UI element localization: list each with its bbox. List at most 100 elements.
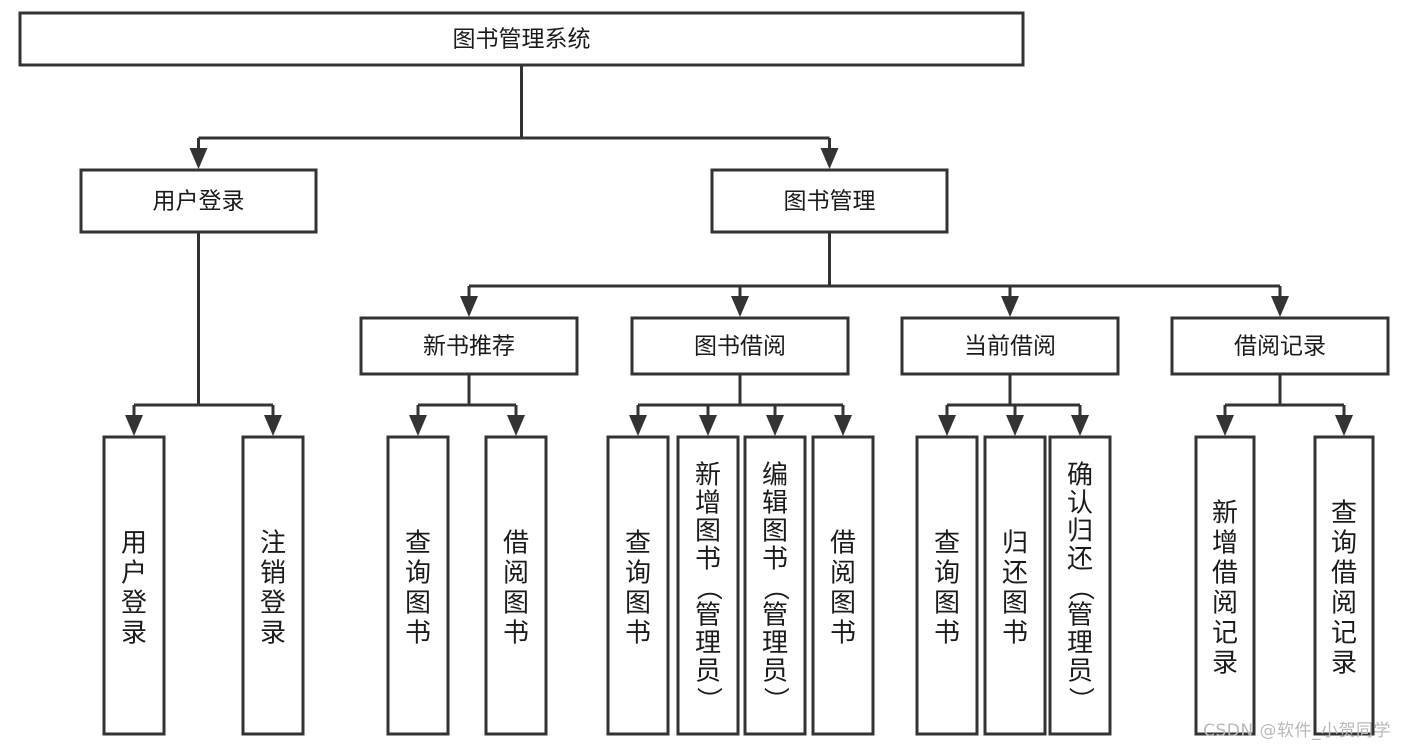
node-leaf-borrow-book-rec-box[interactable] <box>484 435 548 736</box>
node-leaf-query-book-rec-box[interactable] <box>386 435 450 736</box>
node-leaf-borrow-book-bb-box[interactable] <box>811 435 875 736</box>
arrow-head-icon <box>189 148 208 169</box>
connector-group-book-borrow <box>629 374 852 436</box>
node-leaf-confirm-return-label-char: 归 <box>1067 517 1093 547</box>
arrow-head-icon <box>1271 296 1289 317</box>
node-leaf-add-book-label-char: ） <box>693 687 723 713</box>
node-leaf-borrow-book-bb-label-char: 借 <box>830 529 856 559</box>
node-leaf-confirm-return-label-char: 管 <box>1067 601 1093 631</box>
arrow-head-icon <box>699 415 717 436</box>
arrow-head-icon <box>1335 415 1353 436</box>
node-leaf-borrow-book-bb-label-char: 书 <box>830 619 856 649</box>
node-leaf-query-record-label-char: 阅 <box>1331 589 1357 619</box>
node-user-login[interactable]: 用户登录 <box>79 168 318 234</box>
node-leaf-user-login-label-char: 录 <box>121 619 147 649</box>
node-leaf-edit-book-label-char: 书 <box>762 545 788 575</box>
node-root-book-management-system-label: 图书管理系统 <box>453 27 591 53</box>
node-leaf-return-book-label-char: 归 <box>1002 529 1028 559</box>
node-new-book-recommend[interactable]: 新书推荐 <box>359 316 579 376</box>
connector-group-new-book-recommend <box>409 374 525 436</box>
node-leaf-query-record-box[interactable] <box>1313 435 1375 736</box>
connector-group-root <box>189 65 839 169</box>
node-leaf-add-book-label-char: 管 <box>695 601 721 631</box>
node-leaf-query-record-label-char: 查 <box>1331 499 1357 529</box>
node-leaf-borrow-book-rec-label-char: 借 <box>503 529 529 559</box>
node-leaf-add-book-label-char: 增 <box>695 489 721 519</box>
node-book-borrow[interactable]: 图书借阅 <box>630 316 850 376</box>
arrow-head-icon <box>460 296 478 317</box>
node-leaf-query-book-cb-label-char: 图 <box>934 589 960 619</box>
node-leaf-query-book-bb-label-char: 书 <box>625 619 651 649</box>
node-leaf-confirm-return-label-char: 还 <box>1067 545 1093 575</box>
node-leaf-query-book-rec-label-char: 询 <box>405 559 431 589</box>
node-book-borrow-box[interactable] <box>630 316 850 376</box>
node-leaf-user-login-label-char: 用 <box>121 529 147 559</box>
node-leaf-borrow-book-bb-label-char: 阅 <box>830 559 856 589</box>
connector-group-book-manage <box>460 232 1289 317</box>
node-leaf-add-book-box[interactable] <box>676 435 740 736</box>
node-leaf-add-record-label-char: 借 <box>1212 559 1238 589</box>
node-leaf-query-book-cb-box[interactable] <box>915 435 979 736</box>
node-leaf-query-book-cb-label-char: 书 <box>934 619 960 649</box>
node-leaf-edit-book-label-char: 图 <box>762 517 788 547</box>
csdn-watermark: CSDN @软件_小贺同学 <box>1203 721 1391 741</box>
node-leaf-query-book-bb-label-char: 询 <box>625 559 651 589</box>
node-leaf-edit-book-box[interactable] <box>743 435 807 736</box>
arrow-head-icon <box>409 415 427 436</box>
node-leaf-user-login[interactable]: 用户登录 <box>102 435 166 736</box>
node-leaf-return-book-box[interactable] <box>983 435 1047 736</box>
arrow-head-icon <box>731 296 749 317</box>
node-leaf-query-book-bb-label-char: 图 <box>625 589 651 619</box>
node-borrow-record-box[interactable] <box>1170 316 1390 376</box>
arrow-head-icon <box>1071 415 1089 436</box>
node-root-book-management-system[interactable]: 图书管理系统 <box>18 11 1025 67</box>
node-user-login-box[interactable] <box>79 168 318 234</box>
node-leaf-edit-book-label-char: 员 <box>762 657 788 687</box>
node-leaf-user-login-box[interactable] <box>102 435 166 736</box>
node-leaf-edit-book-label-char: 编 <box>762 461 788 491</box>
node-leaf-query-book-bb-box[interactable] <box>606 435 670 736</box>
arrow-head-icon <box>820 148 839 169</box>
node-leaf-query-book-bb-label-char: 查 <box>625 529 651 559</box>
node-leaf-confirm-return-box[interactable] <box>1048 435 1112 736</box>
node-book-manage[interactable]: 图书管理 <box>710 168 949 234</box>
node-leaf-add-book-label-char: 新 <box>695 461 721 491</box>
node-leaf-edit-book-label-char: （ <box>760 575 790 601</box>
node-current-borrow[interactable]: 当前借阅 <box>900 316 1120 376</box>
node-borrow-record[interactable]: 借阅记录 <box>1170 316 1390 376</box>
node-leaf-add-book-label-char: 书 <box>695 545 721 575</box>
connector-group-user-login <box>125 232 282 436</box>
node-book-manage-box[interactable] <box>710 168 949 234</box>
node-leaf-add-record-box[interactable] <box>1194 435 1256 736</box>
arrow-head-icon <box>507 415 525 436</box>
node-leaf-add-book-label-char: （ <box>693 575 723 601</box>
node-leaf-query-record-label-char: 录 <box>1331 649 1357 679</box>
node-layer: 图书管理系统用户登录图书管理新书推荐图书借阅当前借阅借阅记录用户登录注销登录查询… <box>18 11 1390 736</box>
arrow-head-icon <box>938 415 956 436</box>
node-leaf-query-book-cb-label-char: 查 <box>934 529 960 559</box>
node-leaf-logout-label-char: 注 <box>260 529 286 559</box>
node-new-book-recommend-box[interactable] <box>359 316 579 376</box>
node-user-login-label: 用户登录 <box>153 189 245 215</box>
node-leaf-logout-box[interactable] <box>241 435 305 736</box>
node-leaf-query-book-rec-label-char: 查 <box>405 529 431 559</box>
node-current-borrow-box[interactable] <box>900 316 1120 376</box>
arrow-head-icon <box>125 415 143 436</box>
arrow-head-icon <box>1001 296 1019 317</box>
node-book-manage-label: 图书管理 <box>784 189 876 215</box>
edge-layer <box>125 65 1353 436</box>
node-root-book-management-system-box[interactable] <box>18 11 1025 67</box>
